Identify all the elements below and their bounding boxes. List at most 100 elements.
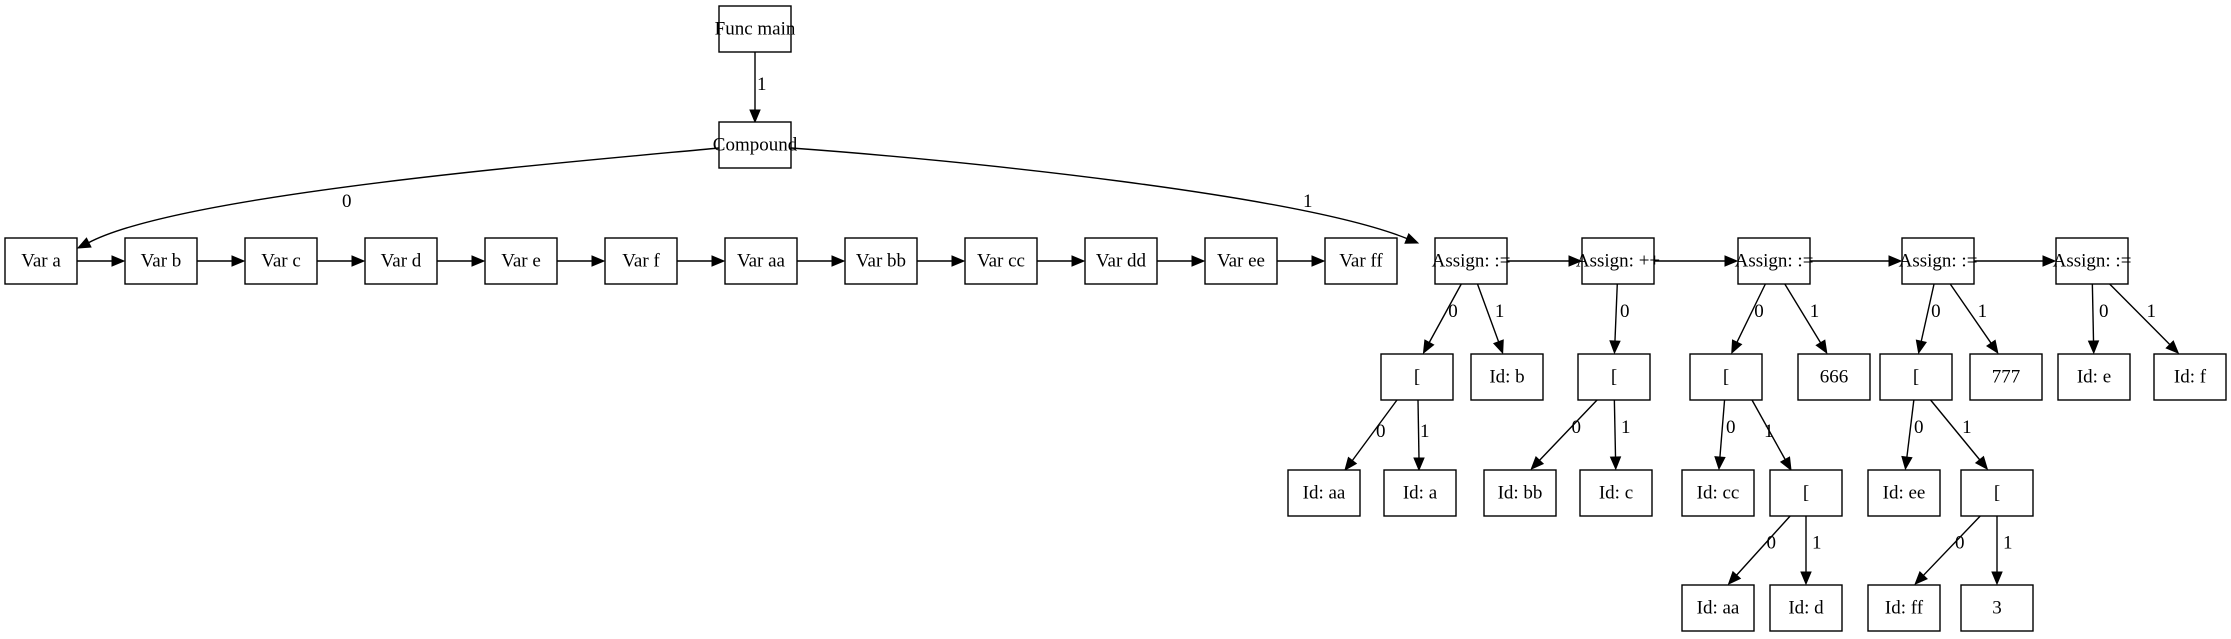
node-box [1204,237,1278,285]
edge-assign3-to-assign4 [1810,255,1903,267]
node-box [1879,353,1953,401]
edge-line [1351,399,1398,462]
arrowhead-icon [1901,455,1913,471]
node-id-bb: Id: bb [1483,469,1557,517]
node-box [964,237,1038,285]
node-label: Id: ff [1885,597,1924,618]
node-box [1434,237,1508,285]
arrowhead-icon [2165,340,2180,354]
arrowhead-icon [1191,255,1206,267]
node-box [718,121,792,169]
edge-label: 1 [1764,421,1774,442]
node-box [1579,469,1653,517]
edge-label: 0 [1726,417,1736,438]
node-var-c: Var c [244,237,318,285]
node-idx1: [ [1380,353,1454,401]
node-id-c: Id: c [1579,469,1653,517]
arrowhead-icon [1974,455,1989,471]
node-box [1689,353,1763,401]
node-label: Assign: := [1899,250,1978,271]
edge-label: 1 [757,74,767,95]
node-id-d: Id: d [1769,584,1843,632]
node-label: Id: a [1403,482,1438,503]
edge-line [2109,283,2171,346]
node-box [718,5,792,53]
node-box [1969,353,2043,401]
edge-var_b-to-var_c [197,255,246,267]
node-box [1470,353,1544,401]
node-box [1681,469,1755,517]
edge-idx5-to-id_ee: 0 [1901,399,1924,471]
node-box [1287,469,1361,517]
node-assign5: Assign: := [2053,237,2131,285]
arrowhead-icon [1422,339,1435,355]
node-box [1681,584,1755,632]
node-label: Assign: := [1432,250,1511,271]
node-var-dd: Var dd [1084,237,1158,285]
node-var-b: Var b [124,237,198,285]
edge-label: 1 [1810,301,1820,322]
node-label: Id: cc [1697,482,1740,503]
node-label: Var ee [1217,250,1265,271]
node-box [4,237,78,285]
edge-var_e-to-var_f [557,255,606,267]
arrowhead-icon [351,255,366,267]
node-label: [ [1913,366,1919,387]
node-label: Var bb [856,250,906,271]
edge-compound-to-assign1: 1 [790,147,1420,244]
edge-label: 0 [1754,301,1764,322]
node-label: Var a [21,250,61,271]
node-label: Var f [622,250,660,271]
node-id-ee: Id: ee [1867,469,1941,517]
node-box [1960,584,2034,632]
edge-label: 0 [2099,301,2109,322]
node-var-e: Var e [484,237,558,285]
arrowhead-icon [1724,255,1739,267]
node-label: Var cc [977,250,1025,271]
arrowhead-icon [111,255,126,267]
arrowhead-icon [1311,255,1326,267]
node-label: [ [1611,366,1617,387]
arrowhead-icon [1568,255,1583,267]
edge-var_ee-to-var_ff [1277,255,1326,267]
node-label: [ [1994,482,2000,503]
node-label: 777 [1992,366,2021,387]
edge-label: 1 [2147,301,2157,322]
node-label: Var b [141,250,182,271]
node-label: Id: d [1788,597,1824,618]
node-label: Var dd [1096,250,1147,271]
edge-var_bb-to-var_cc [917,255,966,267]
edge-line [1930,399,1981,461]
arrowhead-icon [749,109,761,124]
arrowhead-icon [471,255,486,267]
edge-line [1428,283,1462,344]
edge-line [1613,399,1617,459]
node-box [484,237,558,285]
edge-line [1614,283,1618,343]
arrowhead-icon [831,255,846,267]
edge-line [1922,515,1981,577]
edge-idx2-to-id_c: 1 [1609,399,1630,471]
edge-assign3-to-num_666: 1 [1784,283,1828,355]
node-id-a: Id: a [1383,469,1457,517]
arrowhead-icon [1800,571,1812,586]
edge-idx3-to-id_cc: 0 [1714,399,1736,471]
node-var-ff: Var ff [1324,237,1398,285]
edge-label: 1 [1303,191,1313,212]
node-idx5: [ [1879,353,1953,401]
arrowhead-icon [1530,455,1545,470]
edge-idx2-to-id_bb: 0 [1530,399,1598,470]
edge-idx1-to-id_aa1: 0 [1344,399,1398,472]
edge-assign5-to-id_f: 1 [2109,283,2180,354]
node-num-3: 3 [1960,584,2034,632]
edge-line [790,147,1409,240]
arrowhead-icon [1609,456,1622,471]
node-box [124,237,198,285]
node-label: Id: c [1599,482,1633,503]
node-var-aa: Var aa [724,237,798,285]
edge-var_aa-to-var_bb [797,255,846,267]
node-idx6: [ [1960,469,2034,517]
node-id-b: Id: b [1470,353,1544,401]
